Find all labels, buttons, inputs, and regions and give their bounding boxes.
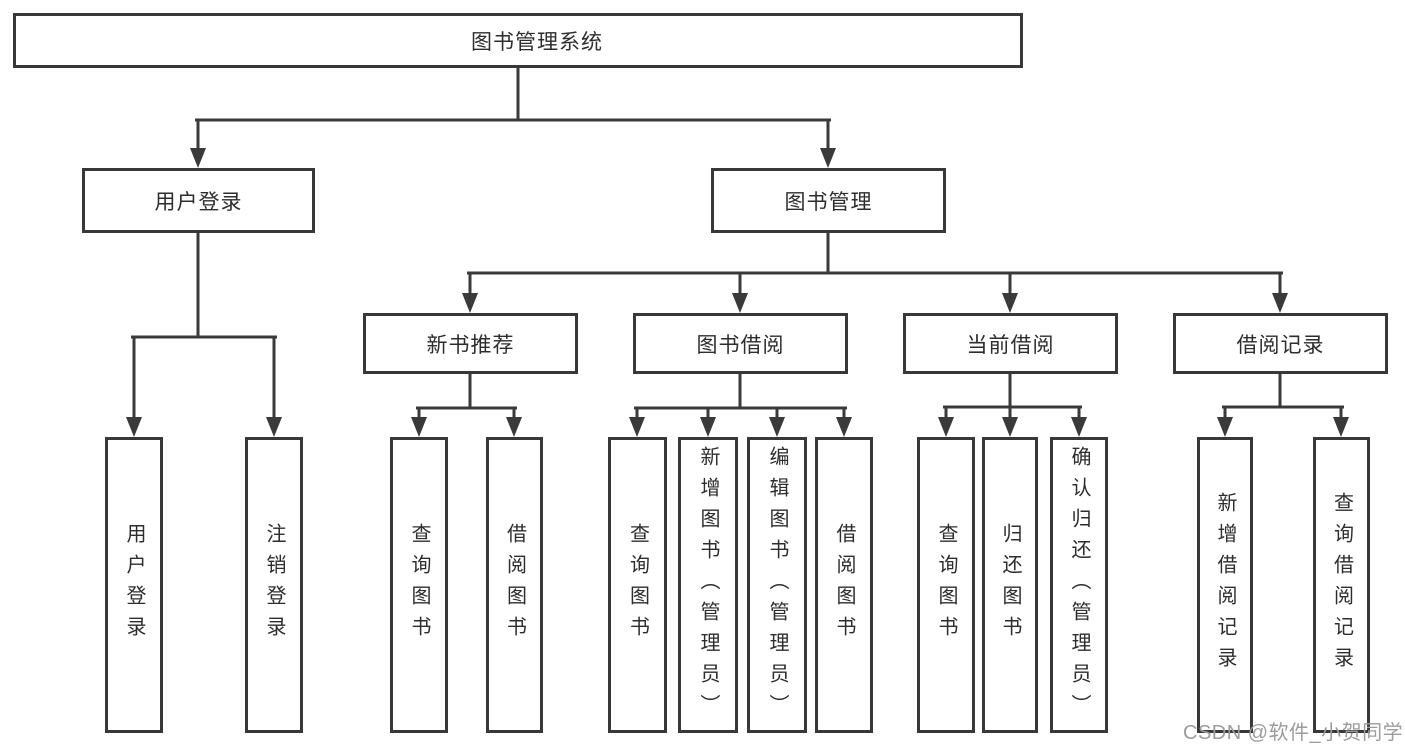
- leaf-query-book-3-label: 查询图书: [935, 523, 957, 647]
- node-book-borrow: 图书借阅: [633, 313, 848, 374]
- node-new-book-recommend: 新书推荐: [363, 313, 578, 374]
- connector-borrow-records: [1217, 372, 1349, 437]
- connector-book-mgmt: [462, 230, 1288, 313]
- leaf-return-book-label: 归还图书: [999, 523, 1021, 647]
- connector-user-login: [126, 231, 282, 437]
- leaf-return-book: 归还图书: [982, 437, 1038, 733]
- leaf-user-login-label: 用户登录: [123, 523, 145, 647]
- connector-book-borrow: [629, 372, 852, 437]
- node-book-mgmt-label: 图书管理: [784, 190, 873, 214]
- leaf-query-borrow-record-label: 查询借阅记录: [1330, 492, 1353, 678]
- leaf-query-book-2-label: 查询图书: [626, 523, 649, 647]
- leaf-query-book-2: 查询图书: [608, 437, 667, 733]
- node-user-login-label: 用户登录: [154, 190, 243, 214]
- leaf-borrow-book-2: 借阅图书: [815, 437, 873, 733]
- node-current-borrow: 当前借阅: [903, 313, 1118, 374]
- node-library-system-label: 图书管理系统: [471, 30, 603, 54]
- leaf-add-book-admin-label: 新增图书（管理员）: [697, 445, 719, 725]
- leaf-borrow-book-2-label: 借阅图书: [833, 523, 855, 647]
- leaf-logout: 注销登录: [245, 437, 303, 733]
- node-borrow-records: 借阅记录: [1173, 313, 1388, 374]
- connector-root: [190, 66, 836, 168]
- leaf-edit-book-admin: 编辑图书（管理员）: [747, 437, 807, 733]
- leaf-confirm-return-admin-label: 确认归还（管理员）: [1068, 445, 1090, 725]
- leaf-user-login: 用户登录: [105, 437, 163, 733]
- node-new-book-recommend-label: 新书推荐: [426, 333, 515, 357]
- node-borrow-records-label: 借阅记录: [1236, 333, 1325, 357]
- node-current-borrow-label: 当前借阅: [966, 333, 1055, 357]
- leaf-query-book-1-label: 查询图书: [408, 523, 430, 647]
- csdn-watermark: CSDN @软件_小贺同学: [1183, 722, 1404, 744]
- leaf-borrow-book-1: 借阅图书: [486, 437, 543, 733]
- leaf-logout-label: 注销登录: [263, 523, 285, 647]
- leaf-confirm-return-admin: 确认归还（管理员）: [1050, 437, 1108, 733]
- leaf-borrow-book-1-label: 借阅图书: [503, 523, 526, 647]
- node-book-borrow-label: 图书借阅: [696, 333, 785, 357]
- leaf-add-borrow-record: 新增借阅记录: [1197, 437, 1253, 733]
- leaf-query-borrow-record: 查询借阅记录: [1313, 437, 1370, 733]
- leaf-query-book-3: 查询图书: [917, 437, 975, 733]
- leaf-edit-book-admin-label: 编辑图书（管理员）: [766, 445, 788, 725]
- leaf-query-book-1: 查询图书: [390, 437, 448, 733]
- leaf-add-borrow-record-label: 新增借阅记录: [1214, 492, 1236, 678]
- connector-new-book-recommend: [411, 372, 522, 437]
- node-book-mgmt: 图书管理: [711, 168, 946, 233]
- node-library-system: 图书管理系统: [13, 13, 1023, 68]
- node-user-login: 用户登录: [82, 168, 315, 233]
- connector-current-borrow: [938, 372, 1087, 437]
- leaf-add-book-admin: 新增图书（管理员）: [678, 437, 738, 733]
